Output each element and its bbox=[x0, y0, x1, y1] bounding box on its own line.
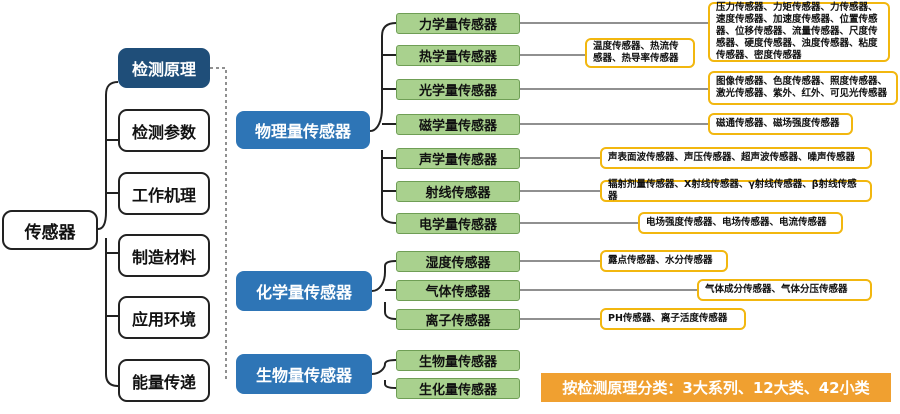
sub-label: 生物量传感器 bbox=[418, 355, 497, 370]
category-physical[interactable]: 物理量传感器 bbox=[236, 111, 370, 149]
sub-electrical[interactable]: 电学量传感器 bbox=[396, 213, 520, 234]
leaf-thermal: 温度传感器、热流传感器、热导率传感器 bbox=[585, 38, 695, 68]
dimension-material[interactable]: 制造材料 bbox=[118, 234, 210, 277]
dimension-label: 检测参数 bbox=[131, 122, 196, 142]
dimension-application-environment[interactable]: 应用环境 bbox=[118, 296, 210, 339]
sub-label: 力学量传感器 bbox=[418, 18, 497, 33]
root-node[interactable]: 传感器 bbox=[2, 210, 98, 250]
leaf-magnetic: 磁通传感器、磁场强度传感器 bbox=[708, 113, 853, 135]
sub-acoustic[interactable]: 声学量传感器 bbox=[396, 148, 520, 169]
sub-label: 湿度传感器 bbox=[425, 256, 491, 271]
sub-biological[interactable]: 生物量传感器 bbox=[396, 350, 520, 371]
sub-gas[interactable]: 气体传感器 bbox=[396, 280, 520, 301]
leaf-gas: 气体成分传感器、气体分压传感器 bbox=[697, 279, 872, 301]
leaf-text: 图像传感器、色度传感器、照度传感器、激光传感器、紫外、红外、可见光传感器 bbox=[716, 76, 888, 99]
leaf-optical: 图像传感器、色度传感器、照度传感器、激光传感器、紫外、红外、可见光传感器 bbox=[708, 71, 898, 105]
leaf-electrical: 电场强度传感器、电场传感器、电流传感器 bbox=[638, 212, 843, 234]
dimension-label: 工作机理 bbox=[131, 185, 196, 205]
sub-mechanical[interactable]: 力学量传感器 bbox=[396, 13, 520, 34]
sub-humidity[interactable]: 湿度传感器 bbox=[396, 251, 520, 272]
dimension-label: 检测原理 bbox=[131, 60, 196, 79]
leaf-radiation: 辐射剂量传感器、X射线传感器、γ射线传感器、β射线传感器 bbox=[600, 179, 872, 202]
leaf-acoustic: 声表面波传感器、声压传感器、超声波传感器、噪声传感器 bbox=[600, 147, 872, 169]
sub-biochemical[interactable]: 生化量传感器 bbox=[396, 378, 520, 399]
dimension-detection-principle[interactable]: 检测原理 bbox=[118, 48, 210, 88]
leaf-text: 温度传感器、热流传感器、热导率传感器 bbox=[593, 41, 679, 64]
category-label: 物理量传感器 bbox=[254, 122, 351, 141]
sub-label: 电学量传感器 bbox=[418, 218, 497, 233]
dimension-working-mechanism[interactable]: 工作机理 bbox=[118, 172, 210, 215]
sub-label: 声学量传感器 bbox=[418, 153, 497, 168]
leaf-ion: PH传感器、离子活度传感器 bbox=[600, 308, 746, 330]
category-label: 生物量传感器 bbox=[255, 366, 352, 385]
sub-magnetic[interactable]: 磁学量传感器 bbox=[396, 114, 520, 135]
sub-label: 生化量传感器 bbox=[418, 383, 497, 398]
dimension-energy-transfer[interactable]: 能量传递 bbox=[118, 359, 210, 402]
dimension-label: 制造材料 bbox=[131, 247, 196, 267]
sub-label: 光学量传感器 bbox=[418, 84, 497, 99]
sub-label: 离子传感器 bbox=[425, 314, 491, 329]
category-chemical[interactable]: 化学量传感器 bbox=[236, 271, 372, 311]
category-biological[interactable]: 生物量传感器 bbox=[236, 354, 372, 394]
leaf-text: 气体成分传感器、气体分压传感器 bbox=[705, 284, 848, 295]
leaf-text: PH传感器、离子活度传感器 bbox=[608, 313, 728, 324]
leaf-text: 电场强度传感器、电场传感器、电流传感器 bbox=[646, 217, 827, 228]
dimension-label: 能量传递 bbox=[131, 372, 196, 392]
dimension-label: 应用环境 bbox=[131, 309, 196, 329]
leaf-text: 露点传感器、水分传感器 bbox=[608, 255, 713, 266]
leaf-text: 辐射剂量传感器、X射线传感器、γ射线传感器、β射线传感器 bbox=[608, 179, 857, 202]
sub-label: 射线传感器 bbox=[425, 186, 491, 201]
sub-thermal[interactable]: 热学量传感器 bbox=[396, 45, 520, 66]
leaf-humidity: 露点传感器、水分传感器 bbox=[600, 250, 728, 272]
summary-banner: 按检测原理分类：3大系列、12大类、42小类 bbox=[541, 373, 891, 402]
dimension-detection-parameter[interactable]: 检测参数 bbox=[118, 109, 210, 152]
category-label: 化学量传感器 bbox=[255, 283, 352, 302]
leaf-text: 磁通传感器、磁场强度传感器 bbox=[716, 118, 840, 129]
sub-radiation[interactable]: 射线传感器 bbox=[396, 181, 520, 202]
sub-label: 热学量传感器 bbox=[418, 50, 497, 65]
leaf-text: 压力传感器、力矩传感器、力传感器、速度传感器、加速度传感器、位置传感器、位移传感… bbox=[716, 2, 878, 61]
leaf-text: 声表面波传感器、声压传感器、超声波传感器、噪声传感器 bbox=[608, 152, 856, 163]
sub-ion[interactable]: 离子传感器 bbox=[396, 309, 520, 330]
leaf-mechanical: 压力传感器、力矩传感器、力传感器、速度传感器、加速度传感器、位置传感器、位移传感… bbox=[708, 2, 890, 62]
sub-label: 气体传感器 bbox=[425, 285, 491, 300]
sub-optical[interactable]: 光学量传感器 bbox=[396, 79, 520, 100]
sub-label: 磁学量传感器 bbox=[418, 119, 497, 134]
root-label: 传感器 bbox=[24, 222, 76, 243]
summary-text: 按检测原理分类：3大系列、12大类、42小类 bbox=[562, 379, 870, 397]
